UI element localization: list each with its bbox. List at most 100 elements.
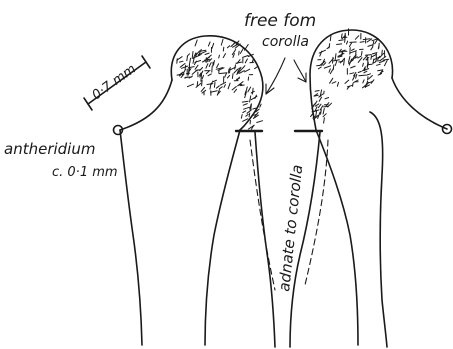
hair-stroke	[255, 95, 257, 98]
hair-stroke	[358, 56, 361, 58]
hair-stroke	[330, 35, 331, 41]
hair-stroke	[211, 91, 218, 93]
scale-bar-tick-a	[84, 98, 92, 110]
hair-stroke	[244, 107, 250, 109]
hair-stroke	[234, 89, 237, 92]
hair-stroke	[214, 82, 215, 87]
hair-stroke	[383, 59, 389, 60]
hair-stroke	[365, 67, 366, 71]
hair-stroke	[206, 71, 209, 74]
hair-stroke	[352, 49, 355, 50]
hair-stroke	[249, 113, 250, 117]
antheridium-size-label: c. 0·1 mm	[52, 165, 118, 180]
hair-stroke	[228, 83, 230, 89]
hair-stroke	[205, 59, 210, 60]
hair-stroke	[187, 54, 189, 56]
hair-stroke	[318, 104, 321, 107]
hair-stroke	[324, 118, 325, 123]
hair-stroke	[212, 43, 214, 48]
hair-stroke	[365, 55, 371, 56]
hair-stroke	[207, 84, 213, 85]
hair-stroke	[219, 73, 226, 74]
hair-stroke	[195, 65, 198, 69]
hair-stroke	[202, 75, 203, 78]
left-arrow-head	[266, 84, 274, 94]
hair-stroke	[248, 87, 251, 92]
hair-stroke	[247, 110, 251, 114]
hair-stroke	[324, 66, 330, 68]
hair-stroke	[242, 101, 248, 102]
right-stamen-filament	[392, 78, 447, 129]
hair-stroke	[335, 61, 337, 65]
hair-stroke	[368, 45, 372, 47]
hair-stroke	[350, 73, 354, 74]
hair-stroke	[382, 50, 383, 54]
left-corolla-outline	[120, 130, 142, 345]
right-corolla-outline	[370, 112, 387, 347]
scale-label: 0·7 mm	[90, 62, 139, 104]
hair-stroke	[321, 110, 322, 115]
hair-stroke	[356, 74, 357, 78]
hair-stroke	[373, 41, 374, 47]
hair-stroke	[345, 80, 349, 83]
hair-stroke	[319, 50, 325, 53]
hair-stroke	[260, 104, 261, 107]
scale-bar-tick-b	[142, 56, 150, 68]
hair-stroke	[200, 68, 203, 71]
hair-stroke	[367, 74, 371, 75]
hair-stroke	[255, 66, 258, 68]
hair-stroke	[228, 69, 229, 73]
hair-stroke	[180, 64, 185, 68]
hair-stroke	[180, 61, 184, 62]
hair-stroke	[337, 82, 338, 86]
hair-stroke	[237, 78, 240, 79]
hair-stroke	[316, 111, 317, 116]
hair-stroke	[227, 46, 229, 48]
hair-stroke	[363, 39, 370, 40]
hair-stroke	[378, 70, 383, 71]
hair-stroke	[232, 87, 236, 90]
left-stamen-filament	[120, 80, 172, 130]
free-from-corolla-label-line2: corolla	[262, 34, 309, 50]
hair-stroke	[246, 114, 248, 116]
hair-stroke	[323, 109, 324, 115]
hair-stroke	[363, 80, 364, 83]
hair-stroke	[323, 63, 326, 66]
left-stamen-column	[205, 130, 240, 345]
hair-stroke	[213, 80, 216, 81]
hair-stroke	[223, 47, 224, 51]
hair-stroke	[243, 104, 247, 106]
hair-stroke	[209, 63, 211, 67]
hair-stroke	[187, 84, 193, 87]
hair-stroke	[202, 80, 203, 85]
hair-stroke	[201, 51, 207, 53]
hair-stroke	[205, 53, 209, 54]
hair-stroke	[332, 82, 336, 84]
hair-stroke	[359, 75, 366, 76]
hair-stroke	[243, 66, 245, 68]
hair-stroke	[189, 58, 190, 65]
hair-stroke	[240, 48, 243, 53]
hair-stroke	[241, 115, 242, 119]
hair-stroke	[208, 74, 211, 76]
free-from-corolla-label-line1: free fom	[244, 11, 316, 31]
hair-stroke	[206, 64, 208, 68]
hair-stroke	[358, 71, 361, 72]
hair-stroke	[334, 60, 340, 61]
hair-stroke	[363, 63, 364, 66]
hair-stroke	[257, 121, 263, 123]
hair-stroke	[318, 67, 321, 69]
hair-stroke	[377, 64, 381, 65]
hair-stroke	[230, 68, 231, 73]
hair-stroke	[360, 42, 364, 43]
hair-stroke	[349, 56, 351, 62]
hair-stroke	[224, 85, 225, 88]
hair-stroke	[364, 71, 367, 73]
hair-stroke	[219, 55, 220, 58]
hair-stroke	[371, 47, 373, 50]
hair-stroke	[329, 69, 330, 72]
hair-stroke	[232, 74, 233, 79]
right-stamen-column	[316, 130, 358, 345]
hair-stroke	[333, 65, 334, 70]
hair-stroke	[252, 88, 253, 94]
